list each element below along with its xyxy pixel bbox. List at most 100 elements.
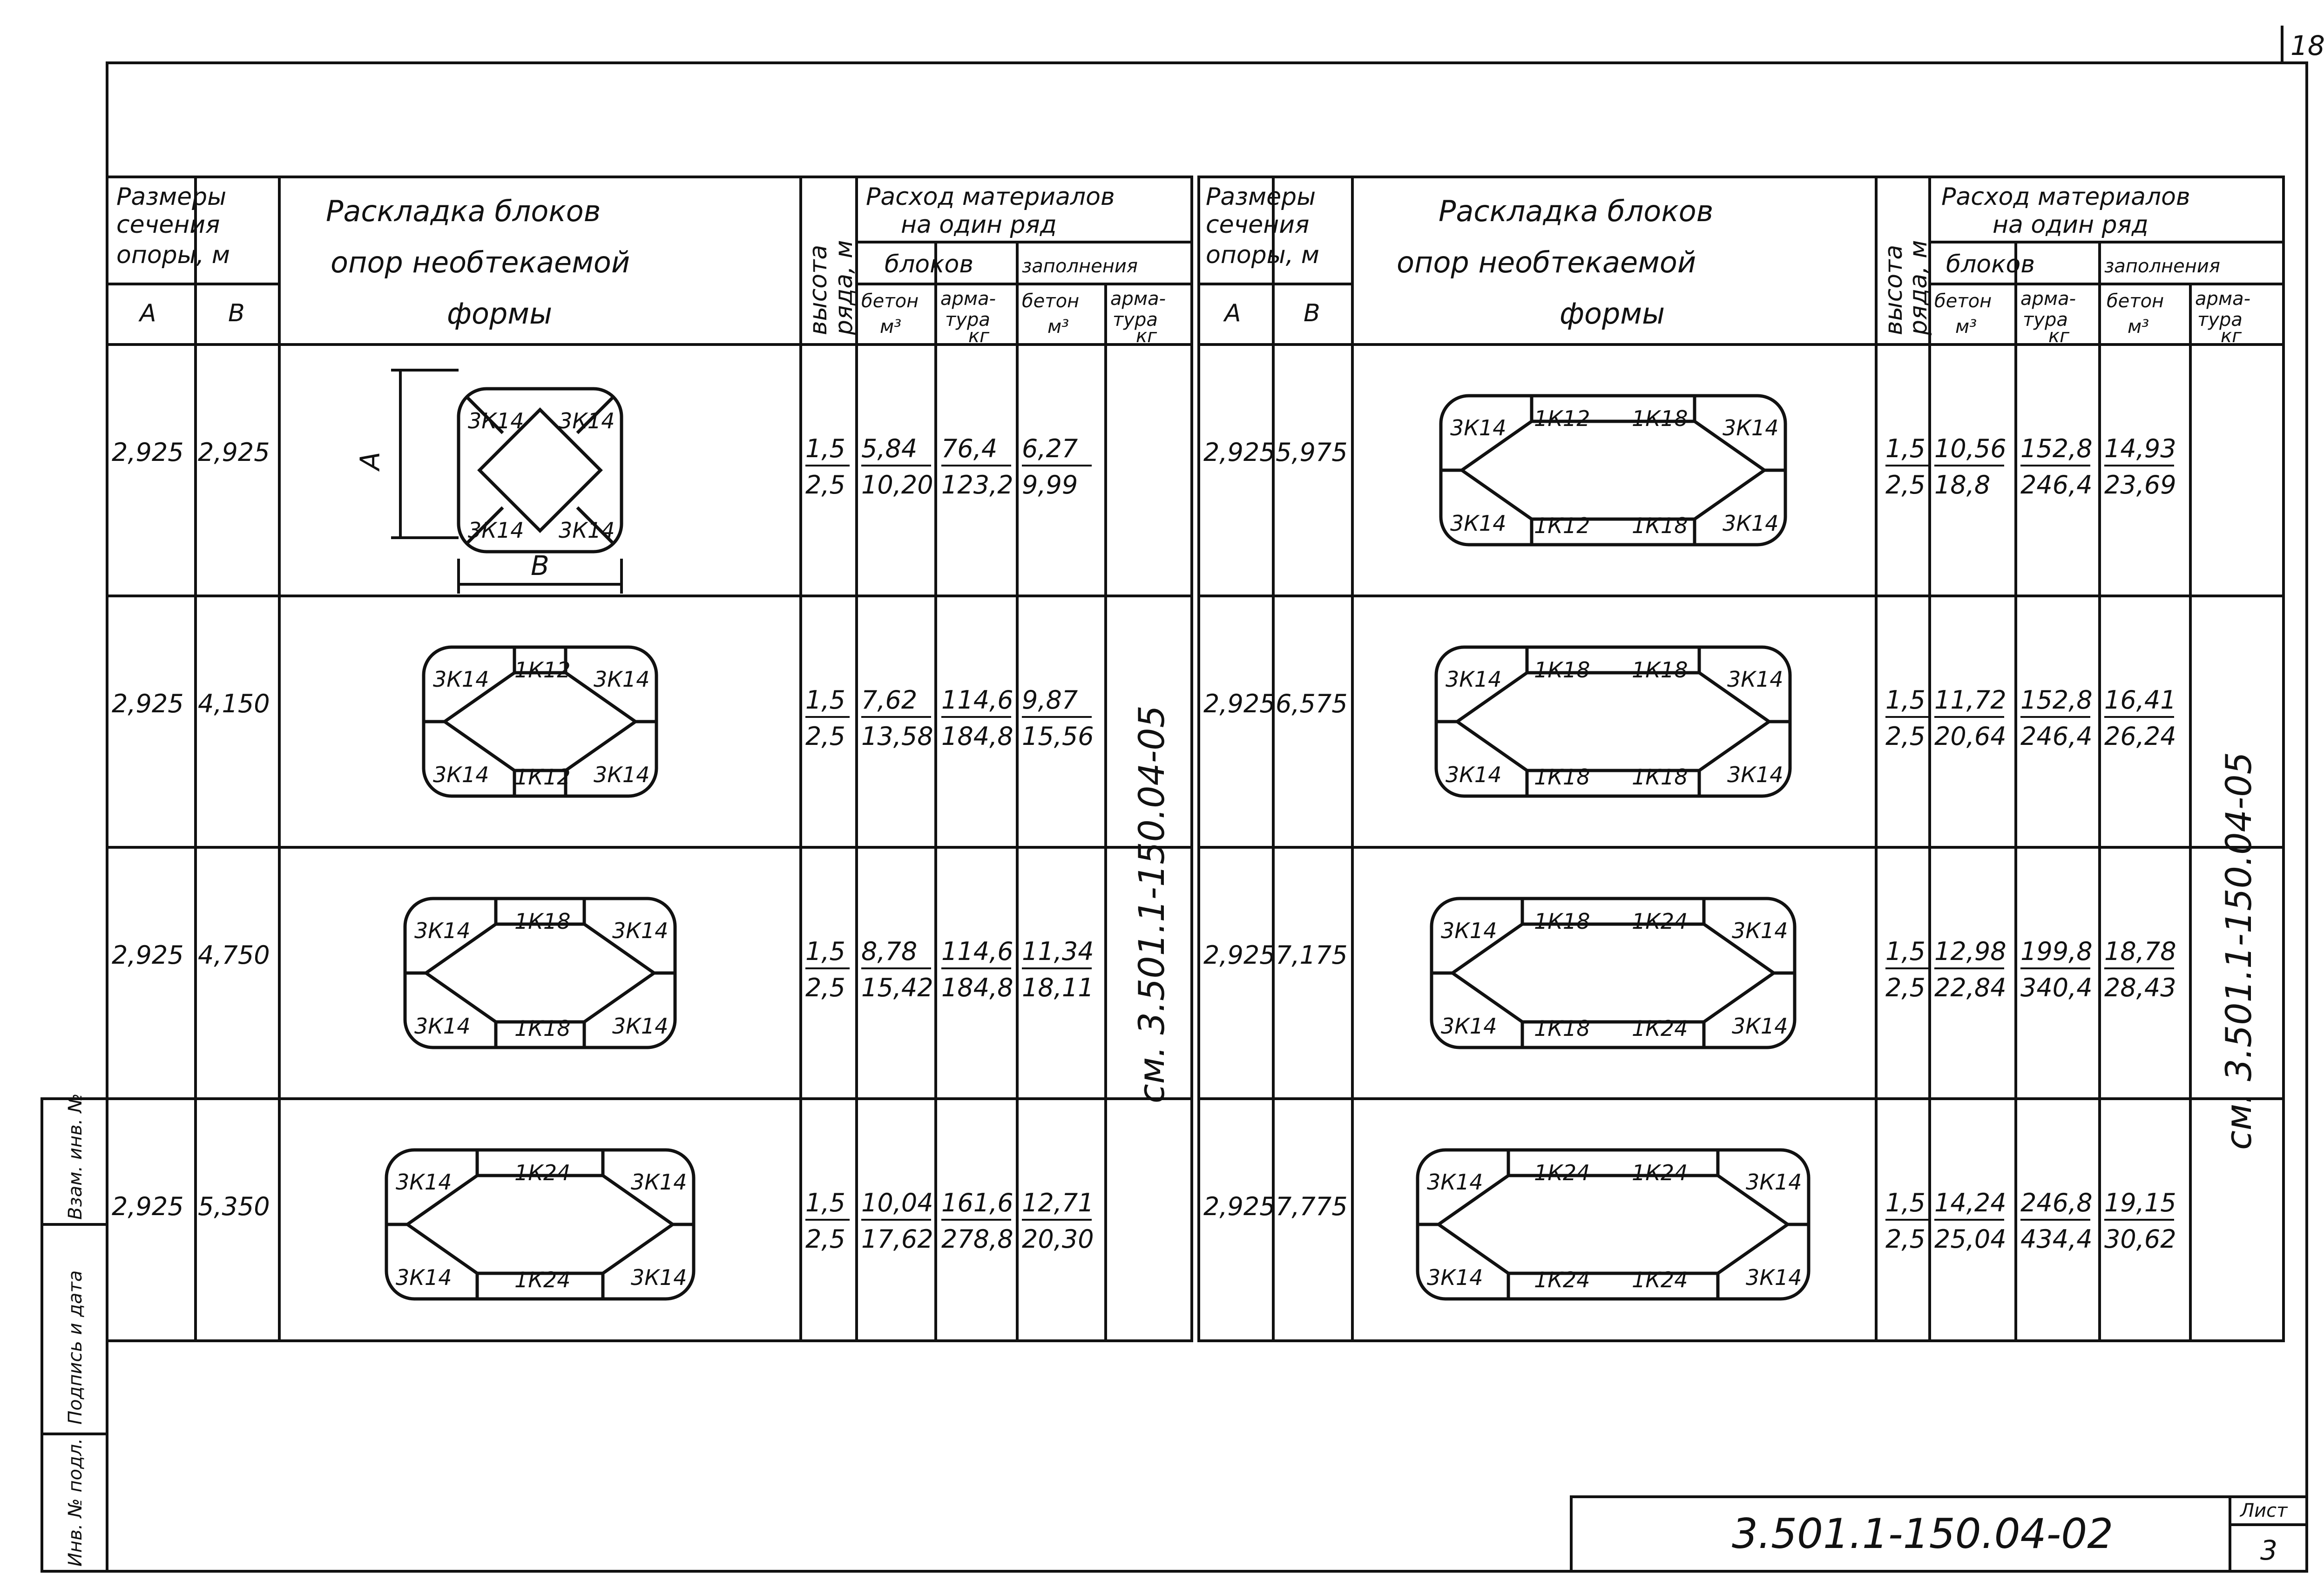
cell-block-reinf-upper: 114,6 <box>941 685 1013 715</box>
cell-block-reinf-upper: 152,8 <box>2020 685 2093 715</box>
cell-height-lower: 2,5 <box>1885 973 1925 1002</box>
block-label: 3К14 <box>631 1265 687 1290</box>
cell-fill-concrete-upper: 19,15 <box>2104 1188 2176 1217</box>
block-label: 3К14 <box>1732 918 1788 943</box>
cell-dim-b: 4,750 <box>198 940 270 970</box>
cell-dim-a: 2,925 <box>1203 689 1276 718</box>
block-label: 3К14 <box>631 1169 687 1195</box>
block-label: 3К14 <box>1427 1169 1483 1195</box>
void-outline <box>1454 671 1772 772</box>
header-concrete-2-unit: м³ <box>1047 316 1069 338</box>
block-label: 3К14 <box>1441 918 1497 943</box>
sheet-frame <box>106 61 2308 1573</box>
header-reinf-1a: арма- <box>940 288 996 310</box>
block-label: 3К14 <box>1441 1014 1497 1039</box>
block-joint <box>576 397 614 434</box>
header-layout-line1: Раскладка блоков <box>326 194 601 228</box>
header-blocks-r: блоков <box>1946 250 2035 278</box>
header-reinf-3b: тура <box>2023 309 2068 331</box>
block-label: 3К14 <box>396 1265 452 1290</box>
dimension-label-a: А <box>354 452 386 472</box>
cell-height-upper: 1,5 <box>805 685 845 715</box>
void-outline <box>1449 922 1777 1024</box>
cell-height-upper: 1,5 <box>1885 434 1925 463</box>
block-label: 1К18 <box>1534 657 1590 683</box>
stamp-replaced-inv: Взам. инв. № <box>65 1093 86 1220</box>
cell-height-upper: 1,5 <box>805 434 845 463</box>
left-table-frame <box>106 176 1193 1342</box>
header-layout-line2: опор необтекаемой <box>331 245 630 279</box>
cell-height-upper: 1,5 <box>1885 1188 1925 1217</box>
block-label: 3К14 <box>1446 762 1501 787</box>
cell-height-lower: 2,5 <box>805 470 845 500</box>
cell-block-concrete-upper: 8,78 <box>861 937 917 966</box>
header-reinf-1b: тура <box>945 309 990 331</box>
cell-dim-b: 6,575 <box>1276 689 1348 718</box>
block-label: 3К14 <box>1723 415 1778 440</box>
cell-block-concrete-upper: 11,72 <box>1934 685 2006 715</box>
header-concrete-2: бетон <box>1022 291 1079 312</box>
cell-height-lower: 2,5 <box>1885 1224 1925 1254</box>
header-reinf-2b: тура <box>1113 309 1158 331</box>
cell-fill-concrete-lower: 18,11 <box>1022 973 1094 1002</box>
block-label: 1К24 <box>1632 1160 1688 1185</box>
block-label: 1К24 <box>1534 1160 1590 1185</box>
header-layout-line3: формы <box>447 297 552 331</box>
cell-block-concrete-lower: 20,64 <box>1934 722 2006 751</box>
cell-block-reinf-upper: 161,6 <box>941 1188 1013 1217</box>
block-label: 3К14 <box>396 1169 452 1195</box>
block-label: 3К14 <box>1746 1169 1802 1195</box>
page-number: 18 <box>2290 30 2324 61</box>
cell-dim-a: 2,925 <box>112 940 184 970</box>
block-label: 3К14 <box>559 408 615 433</box>
cell-fill-concrete-lower: 15,56 <box>1022 722 1094 751</box>
header-sizes-line3: опоры, м <box>116 241 230 269</box>
header-reinf-4b: тура <box>2197 309 2243 331</box>
header-reinf-1c: кг <box>968 325 990 347</box>
header-consumption-line2-r: на один ряд <box>1993 211 2148 239</box>
block-label: 3К14 <box>1723 511 1778 536</box>
block-label: 1К12 <box>1534 513 1590 538</box>
cell-dim-a: 2,925 <box>112 689 184 718</box>
cell-dim-b: 7,175 <box>1276 940 1348 970</box>
sheet-number: 3 <box>2260 1534 2277 1566</box>
block-label: 1К24 <box>1632 1267 1688 1292</box>
block-label: 3К14 <box>1450 511 1506 536</box>
block-joint <box>466 506 504 544</box>
header-concrete-3-unit: м³ <box>1955 316 1977 338</box>
block-label: 3К14 <box>1732 1014 1788 1039</box>
cell-fill-concrete-upper: 18,78 <box>2104 937 2176 966</box>
block-joint <box>576 506 614 544</box>
header-reinf-3c: кг <box>2048 325 2070 347</box>
cell-dim-a: 2,925 <box>1203 940 1276 970</box>
void-outline <box>477 407 603 533</box>
cell-height-upper: 1,5 <box>805 1188 845 1217</box>
header-concrete-1: бетон <box>861 291 919 312</box>
header-layout-line2-r: опор необтекаемой <box>1397 245 1696 279</box>
cell-block-reinf-upper: 199,8 <box>2020 937 2093 966</box>
cell-fill-concrete-lower: 23,69 <box>2104 470 2176 500</box>
block-label: 3К14 <box>1746 1265 1802 1290</box>
cell-block-reinf-lower: 246,4 <box>2020 470 2093 500</box>
block-label: 1К18 <box>514 1016 570 1041</box>
cell-dim-b: 5,975 <box>1276 438 1348 467</box>
cell-height-upper: 1,5 <box>1885 937 1925 966</box>
cell-block-concrete-lower: 25,04 <box>1934 1224 2006 1254</box>
block-label: 1К18 <box>1534 764 1590 790</box>
header-height-line2: ряда, м <box>830 240 858 336</box>
cell-block-reinf-lower: 123,2 <box>941 470 1013 500</box>
header-height-line1-r: высота <box>1880 245 1908 335</box>
block-outline <box>457 387 623 554</box>
cell-block-concrete-lower: 13,58 <box>861 722 933 751</box>
header-reinf-4a: арма- <box>2195 288 2250 310</box>
block-joint <box>466 397 504 434</box>
block-label: 1К18 <box>1632 764 1688 790</box>
cell-block-reinf-upper: 114,6 <box>941 937 1013 966</box>
block-label: 1К12 <box>1534 406 1590 431</box>
block-label: 1К18 <box>1632 406 1688 431</box>
cell-block-concrete-upper: 10,04 <box>861 1188 933 1217</box>
block-label: 1К18 <box>1632 657 1688 683</box>
cell-height-lower: 2,5 <box>1885 722 1925 751</box>
filling-reference-right: см. 3.501.1-150.04-05 <box>2218 752 2259 1150</box>
